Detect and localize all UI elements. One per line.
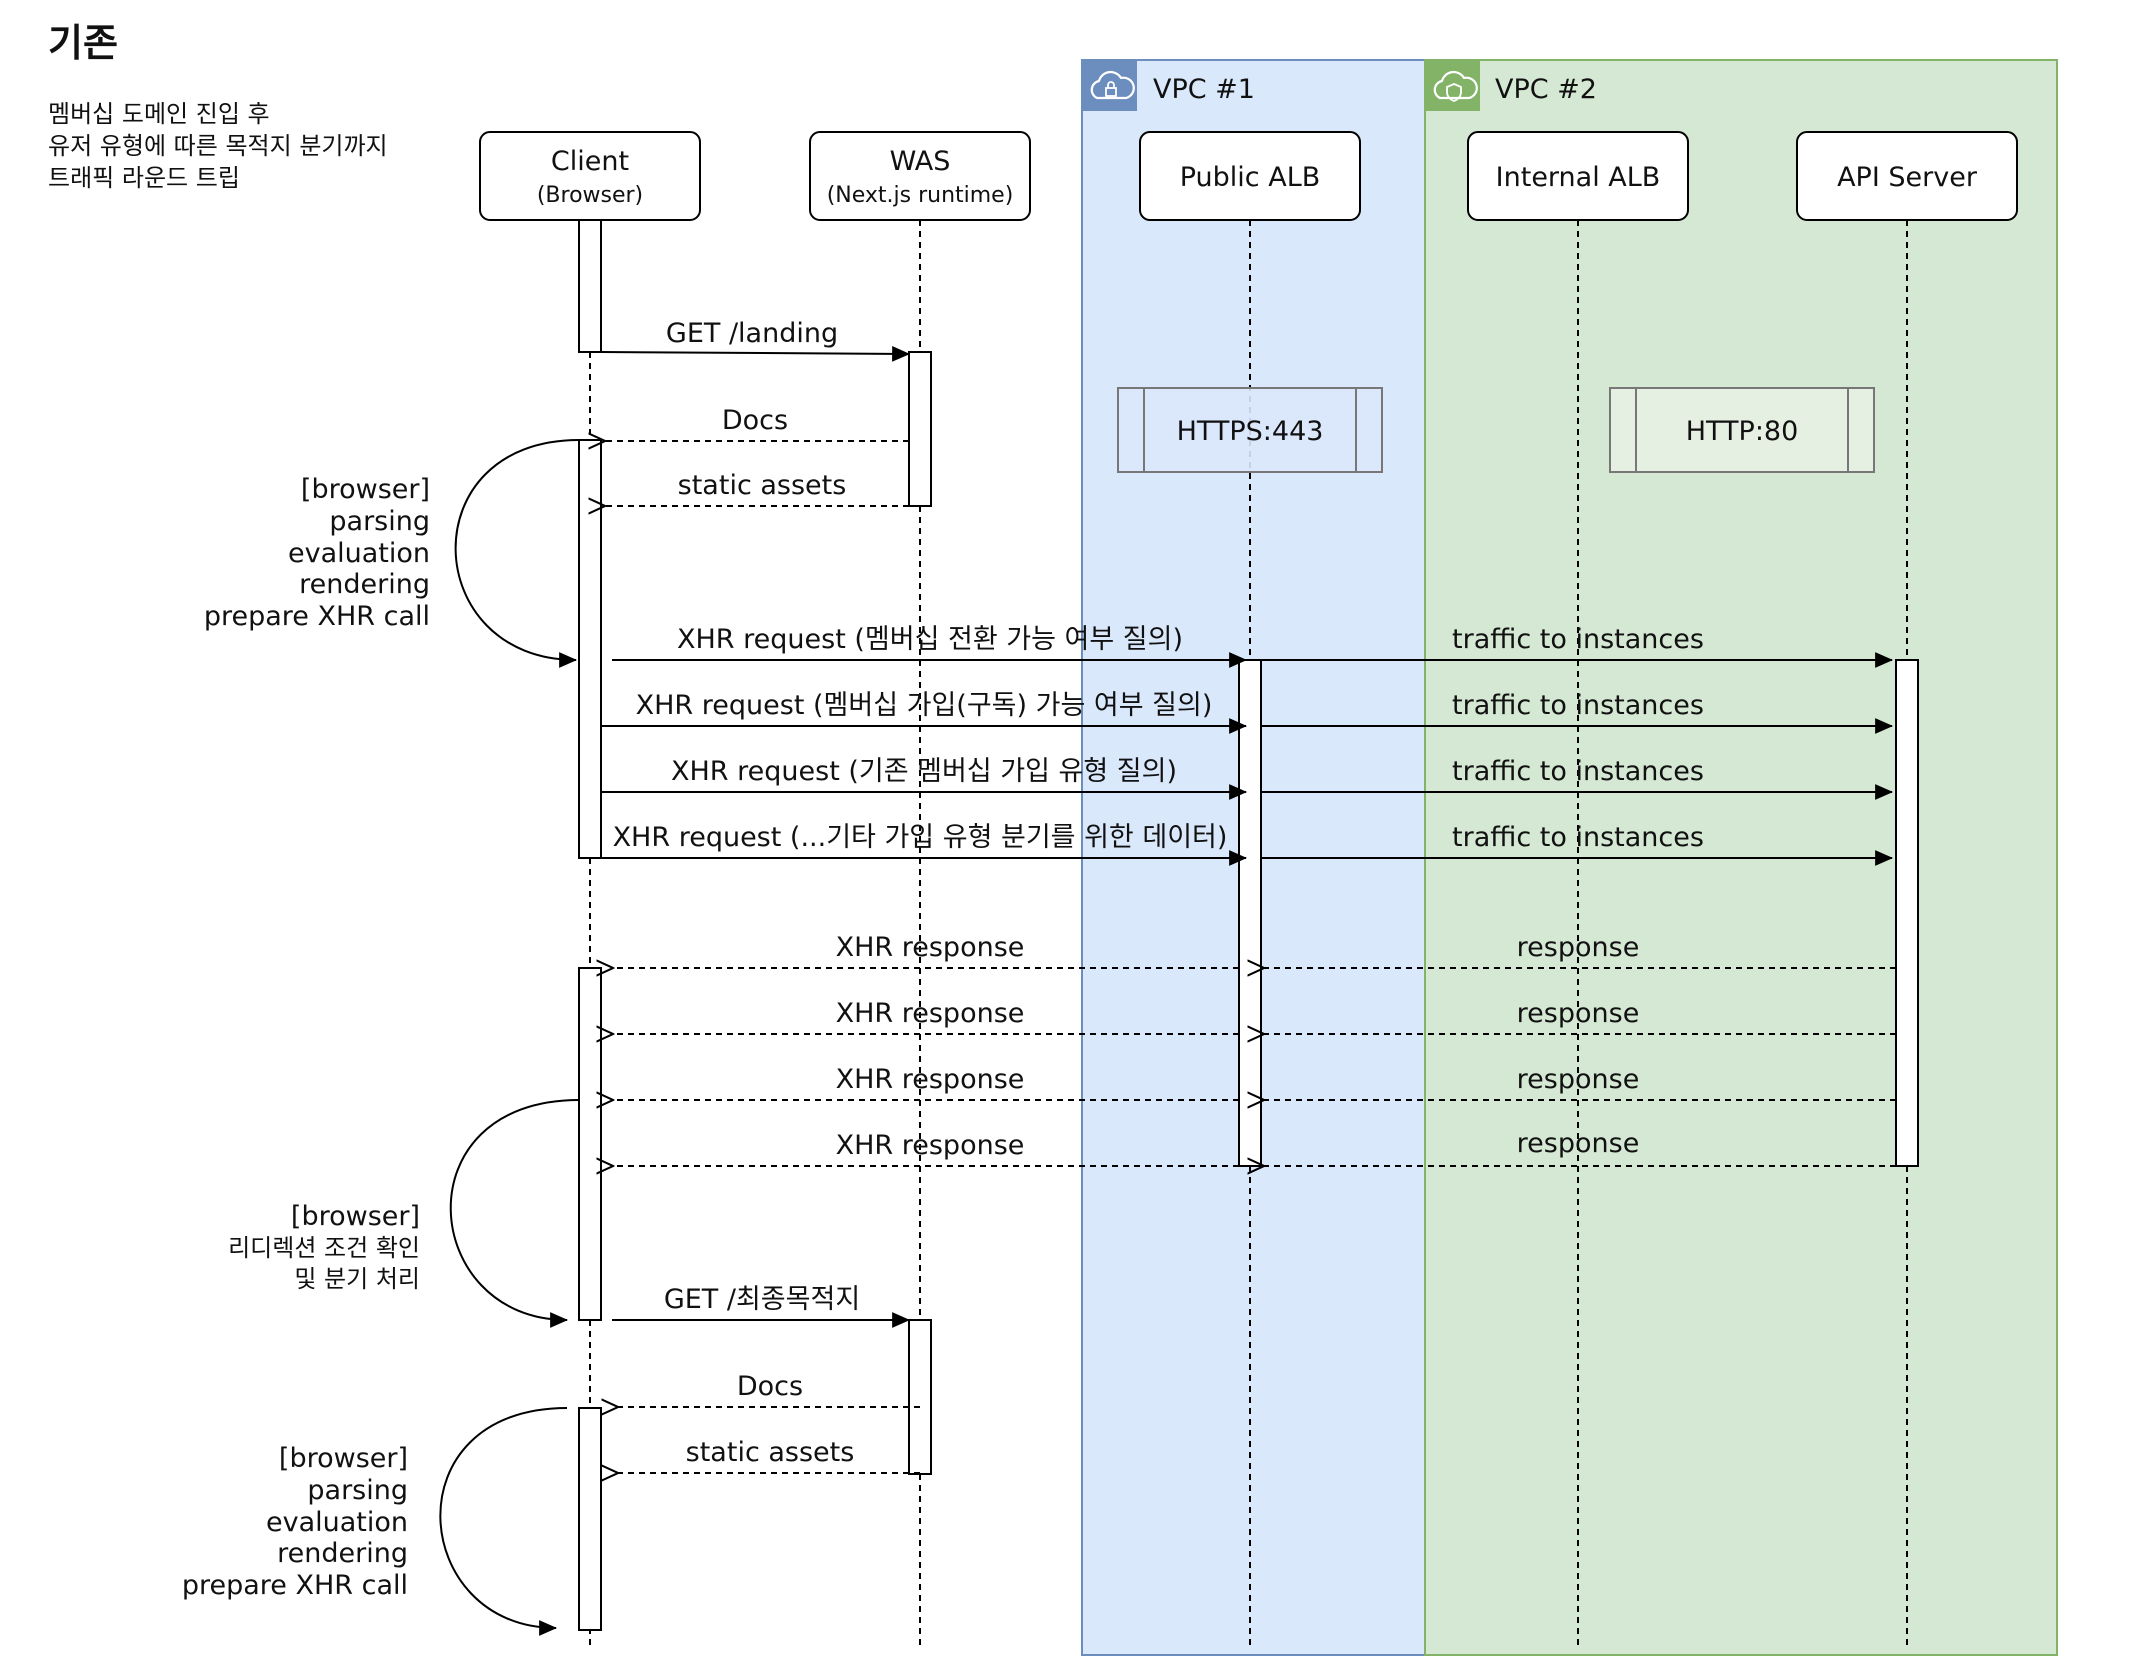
description-line: 멤버십 도메인 진입 후 [48, 100, 270, 128]
message-label: Docs [737, 1371, 803, 1402]
note-line: prepare XHR call [204, 601, 430, 632]
message-label: traffic to instances [1452, 624, 1704, 655]
self-loop-arrow [439, 1407, 568, 1636]
message-label: response [1517, 1064, 1640, 1095]
activation-client [578, 219, 602, 353]
vpc-2-label: VPC #2 [1495, 74, 1597, 105]
note-line: parsing [307, 1475, 408, 1506]
message-label: XHR request (...기타 가입 유형 분기를 위한 데이터) [613, 822, 1228, 853]
description-line: 트래픽 라운드 트립 [48, 164, 240, 192]
vpc-1-icon-bg [1083, 61, 1137, 111]
activation-client [578, 439, 602, 859]
note-line: [browser] [301, 474, 430, 505]
messages: GET /landing Docs static assets XHR requ… [601, 318, 1896, 1473]
participant-label: WAS [890, 146, 951, 177]
participant-was[interactable]: WAS (Next.js runtime) [809, 131, 1031, 221]
participant-api-server[interactable]: API Server [1796, 131, 2018, 221]
activations [578, 219, 1919, 1631]
message-label: response [1517, 932, 1640, 963]
description-line: 유저 유형에 따른 목적지 분기까지 [48, 132, 388, 160]
message-label: XHR request (기존 멤버십 가입 유형 질의) [671, 756, 1177, 787]
message-label: GET /landing [666, 318, 838, 349]
participant-label: Public ALB [1180, 162, 1321, 193]
note-browser-parsing-2: [browser] parsing evaluation rendering p… [182, 1443, 408, 1601]
note-line: 리디렉션 조건 확인 [228, 1234, 420, 1262]
message-label: Docs [722, 405, 788, 436]
listener-label: HTTPS:443 [1177, 416, 1324, 447]
participant-label: Client [551, 146, 629, 177]
message-label: traffic to instances [1452, 690, 1704, 721]
self-loop-arrow [454, 439, 580, 668]
activation-public-alb [1238, 659, 1262, 1167]
message-label: XHR response [836, 1064, 1025, 1095]
message-label: traffic to instances [1452, 822, 1704, 853]
listener-http-80: HTTP:80 [1609, 387, 1875, 473]
listener-https-443: HTTPS:443 [1117, 387, 1383, 473]
activation-was [908, 1319, 932, 1475]
participant-sublabel: (Next.js runtime) [827, 183, 1014, 208]
note-line: evaluation [288, 538, 430, 569]
message-label: XHR request (멤버십 가입(구독) 가능 여부 질의) [636, 690, 1213, 721]
message-label: XHR response [836, 932, 1025, 963]
note-line: parsing [329, 506, 430, 537]
message-label: response [1517, 1128, 1640, 1159]
note-line: [browser] [291, 1201, 420, 1232]
message-label: GET /최종목적지 [664, 1284, 860, 1315]
self-loops [439, 439, 580, 1636]
participant-sublabel: (Browser) [537, 183, 643, 208]
participant-client[interactable]: Client (Browser) [479, 131, 701, 221]
cloud-shield-icon [1433, 70, 1478, 102]
page-title: 기존 [48, 21, 118, 65]
activation-client [578, 967, 602, 1321]
message-label: XHR response [836, 1130, 1025, 1161]
message-label: static assets [686, 1437, 855, 1468]
listener-label: HTTP:80 [1686, 416, 1799, 447]
message-label: response [1517, 998, 1640, 1029]
participant-public-alb[interactable]: Public ALB [1139, 131, 1361, 221]
participant-label: API Server [1837, 162, 1978, 193]
note-line: 및 분기 처리 [294, 1265, 420, 1293]
participant-label: Internal ALB [1496, 162, 1661, 193]
note-line: prepare XHR call [182, 1570, 408, 1601]
activation-was [908, 351, 932, 507]
message-label: XHR response [836, 998, 1025, 1029]
activation-api-server [1895, 659, 1919, 1167]
note-line: rendering [277, 1538, 408, 1569]
note-line: [browser] [279, 1443, 408, 1474]
vpc-2-icon-bg [1426, 61, 1480, 111]
cloud-lock-icon [1090, 70, 1135, 100]
participant-internal-alb[interactable]: Internal ALB [1467, 131, 1689, 221]
message-arrow [600, 346, 911, 362]
self-loop-arrow [449, 1099, 580, 1328]
note-line: evaluation [266, 1507, 408, 1538]
note-browser-redirect: [browser] 리디렉션 조건 확인 및 분기 처리 [228, 1201, 420, 1293]
note-browser-parsing-1: [browser] parsing evaluation rendering p… [204, 474, 430, 632]
vpc-1-label: VPC #1 [1153, 74, 1255, 105]
page-description: 멤버십 도메인 진입 후 유저 유형에 따른 목적지 분기까지 트래픽 라운드 … [48, 100, 388, 192]
message-label: static assets [678, 470, 847, 501]
activation-client [578, 1407, 602, 1631]
note-line: rendering [299, 569, 430, 600]
message-label: traffic to instances [1452, 756, 1704, 787]
message-label: XHR request (멤버십 전환 가능 여부 질의) [677, 624, 1183, 655]
